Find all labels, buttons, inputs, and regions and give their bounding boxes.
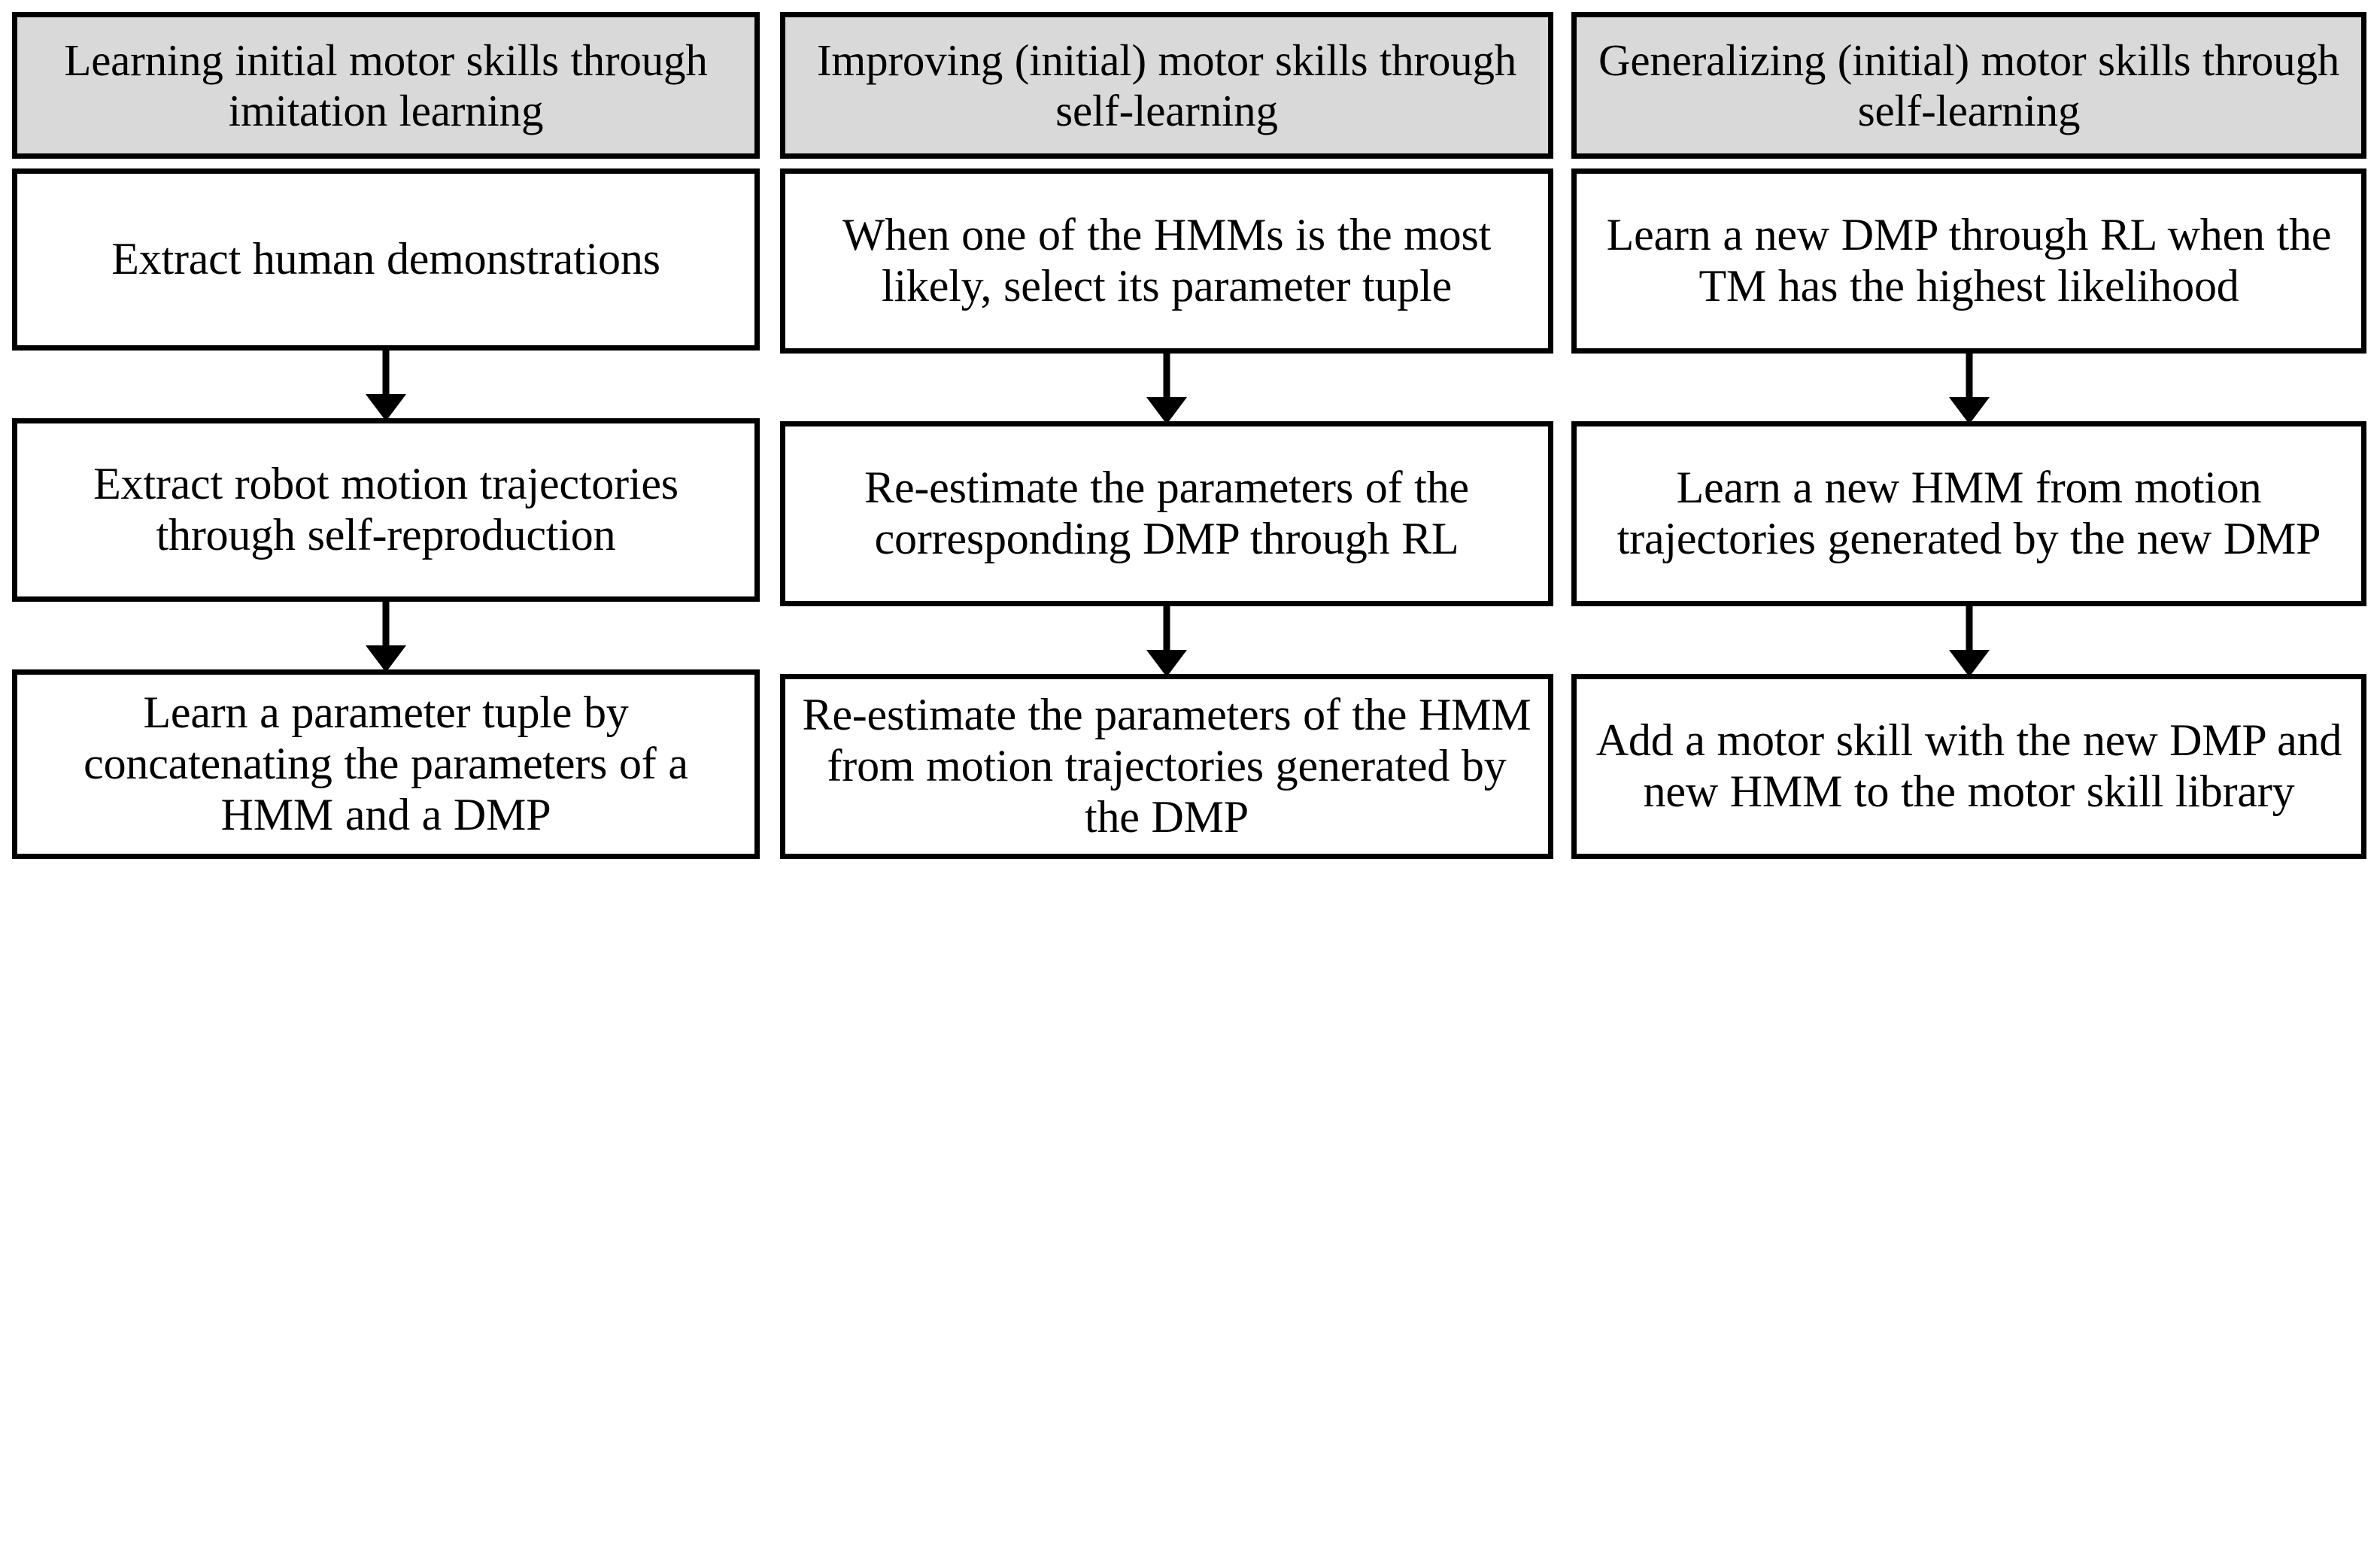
step-label: Extract human demonstrations (111, 234, 660, 284)
connector-arrow-learning-2 (12, 602, 760, 672)
arrow-head-icon (366, 394, 406, 421)
connector-arrow-improving-2 (780, 606, 1553, 677)
connector-arrow-generalizing-2 (1571, 606, 2366, 677)
arrow-shaft (1966, 606, 1972, 653)
step-box-learning-2: Extract robot motion trajectories throug… (12, 418, 760, 602)
step-box-generalizing-3: Add a motor skill with the new DMP and n… (1571, 674, 2366, 859)
step-box-improving-2: Re-estimate the parameters of the corres… (780, 421, 1553, 606)
step-label: Add a motor skill with the new DMP and n… (1595, 715, 2342, 816)
step-label: Learn a new HMM from motion trajectories… (1617, 463, 2321, 563)
header-gap (780, 159, 1553, 168)
arrow-shaft (1966, 354, 1972, 400)
column-header-label: Learning initial motor skills through im… (64, 35, 708, 135)
step-box-improving-3: Re-estimate the parameters of the HMM fr… (780, 674, 1553, 859)
header-gap (1571, 159, 2366, 168)
connector-arrow-generalizing-1 (1571, 354, 2366, 424)
step-box-generalizing-2: Learn a new HMM from motion trajectories… (1571, 421, 2366, 606)
arrow-head-icon (1146, 650, 1187, 677)
arrow-shaft (382, 351, 390, 397)
column-header-learning: Learning initial motor skills through im… (12, 12, 760, 159)
arrow-head-icon (366, 645, 406, 672)
step-box-learning-1: Extract human demonstrations (12, 168, 760, 351)
arrow-head-icon (1948, 650, 1990, 677)
flow-column-generalizing: Generalizing (initial) motor skills thro… (1571, 12, 2366, 1534)
column-header-label: Improving (initial) motor skills through… (816, 35, 1517, 135)
arrow-head-icon (1948, 397, 1990, 424)
column-header-improving: Improving (initial) motor skills through… (780, 12, 1553, 159)
flow-column-learning: Learning initial motor skills through im… (12, 12, 760, 1534)
step-label: Re-estimate the parameters of the corres… (864, 463, 1469, 563)
arrow-shaft (1163, 354, 1170, 400)
column-header-generalizing: Generalizing (initial) motor skills thro… (1571, 12, 2366, 159)
step-label: When one of the HMMs is the most likely,… (842, 210, 1492, 311)
step-box-learning-3: Learn a parameter tuple by concatenating… (12, 669, 760, 859)
arrow-shaft (1163, 606, 1170, 653)
column-header-label: Generalizing (initial) motor skills thro… (1598, 35, 2340, 135)
step-box-generalizing-1: Learn a new DMP through RL when the TM h… (1571, 168, 2366, 354)
arrow-head-icon (1146, 397, 1187, 424)
step-label: Learn a parameter tuple by concatenating… (83, 687, 688, 839)
flow-column-improving: Improving (initial) motor skills through… (780, 12, 1553, 1534)
arrow-shaft (382, 602, 390, 648)
connector-arrow-learning-1 (12, 351, 760, 421)
step-label: Extract robot motion trajectories throug… (93, 459, 678, 560)
step-label: Re-estimate the parameters of the HMM fr… (802, 690, 1532, 842)
header-gap (12, 159, 760, 168)
step-box-improving-1: When one of the HMMs is the most likely,… (780, 168, 1553, 354)
step-label: Learn a new DMP through RL when the TM h… (1606, 210, 2332, 311)
connector-arrow-improving-1 (780, 354, 1553, 424)
